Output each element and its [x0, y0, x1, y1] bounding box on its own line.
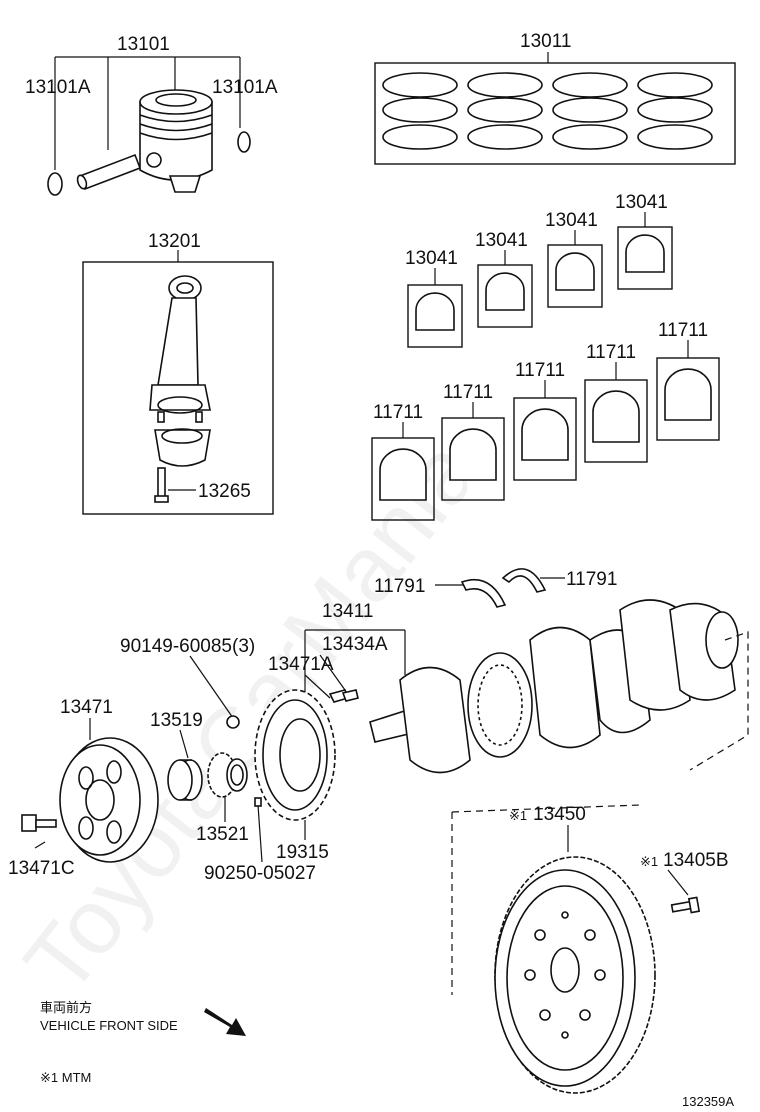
- rod-bearings[interactable]: [407, 212, 673, 348]
- label-13471a[interactable]: 13471A: [268, 654, 334, 675]
- label-90149-60085[interactable]: 90149-60085(3): [120, 636, 255, 657]
- label-13521[interactable]: 13521: [196, 824, 249, 845]
- label-13011[interactable]: 13011: [520, 31, 571, 52]
- label-13041-d[interactable]: 13041: [615, 192, 668, 213]
- thrust-washers[interactable]: [435, 568, 565, 608]
- rod-cap[interactable]: [154, 428, 211, 467]
- label-13041-c[interactable]: 13041: [545, 210, 598, 231]
- connecting-rod[interactable]: [149, 275, 211, 414]
- label-11791-left[interactable]: 11791: [374, 576, 425, 597]
- snap-ring-left[interactable]: [47, 172, 63, 196]
- label-13101a-left[interactable]: 13101A: [25, 77, 91, 98]
- label-11711-b[interactable]: 11711: [443, 382, 493, 403]
- label-13101[interactable]: 13101: [117, 34, 170, 55]
- label-13519[interactable]: 13519: [150, 710, 203, 731]
- label-11711-a[interactable]: 11711: [373, 402, 423, 423]
- crankshaft[interactable]: [304, 599, 749, 774]
- label-13450[interactable]: 13450: [533, 804, 586, 825]
- pulley-bolt[interactable]: [21, 814, 57, 849]
- label-11711-c[interactable]: 11711: [515, 360, 565, 381]
- snap-ring-right[interactable]: [237, 131, 251, 153]
- bolt-90149[interactable]: [189, 655, 240, 729]
- label-13434a[interactable]: 13434A: [322, 634, 388, 655]
- label-13471[interactable]: 13471: [60, 697, 113, 718]
- label-11711-e[interactable]: 11711: [658, 320, 708, 341]
- label-13041-a[interactable]: 13041: [405, 248, 458, 269]
- label-13201[interactable]: 13201: [148, 231, 201, 252]
- label-13405b[interactable]: 13405B: [663, 850, 729, 871]
- label-19315[interactable]: 19315: [276, 842, 329, 863]
- flywheel[interactable]: [451, 804, 656, 1094]
- front-direction-arrow-icon: [204, 1008, 246, 1036]
- label-11711-d[interactable]: 11711: [586, 342, 636, 363]
- piston[interactable]: [139, 89, 213, 193]
- piston-assembly[interactable]: [47, 56, 251, 196]
- piston-ring-set[interactable]: [374, 52, 736, 165]
- label-13041-b[interactable]: 13041: [475, 230, 528, 251]
- flywheel-bolt[interactable]: [667, 869, 701, 914]
- label-11791-right[interactable]: 11791: [566, 569, 617, 590]
- crankshaft-gear[interactable]: [167, 729, 203, 801]
- label-mark-13450: ※1: [509, 808, 527, 823]
- piston-pin[interactable]: [76, 153, 142, 191]
- label-mark-13405b: ※1: [640, 854, 658, 869]
- main-bearings[interactable]: [371, 340, 720, 521]
- straight-pin[interactable]: [254, 797, 263, 863]
- label-13101a-right[interactable]: 13101A: [212, 77, 278, 98]
- signal-plate[interactable]: [254, 689, 336, 840]
- crankshaft-pulley[interactable]: [59, 718, 159, 863]
- label-90250-05027[interactable]: 90250-05027: [204, 863, 316, 884]
- diagram-id: 132359A: [682, 1094, 734, 1109]
- front-side-en: VEHICLE FRONT SIDE: [40, 1018, 178, 1033]
- label-13265[interactable]: 13265: [198, 481, 251, 502]
- crank-keys[interactable]: [304, 674, 359, 703]
- mtm-note: ※1 MTM: [40, 1070, 91, 1085]
- front-side-jp: 車両前方: [40, 1000, 92, 1015]
- label-13411[interactable]: 13411: [322, 601, 373, 622]
- rod-bolt[interactable]: [154, 467, 169, 503]
- label-13471c[interactable]: 13471C: [8, 858, 75, 879]
- crankshaft-timing-sprocket[interactable]: [207, 752, 248, 822]
- connecting-rod-assembly[interactable]: [82, 250, 274, 515]
